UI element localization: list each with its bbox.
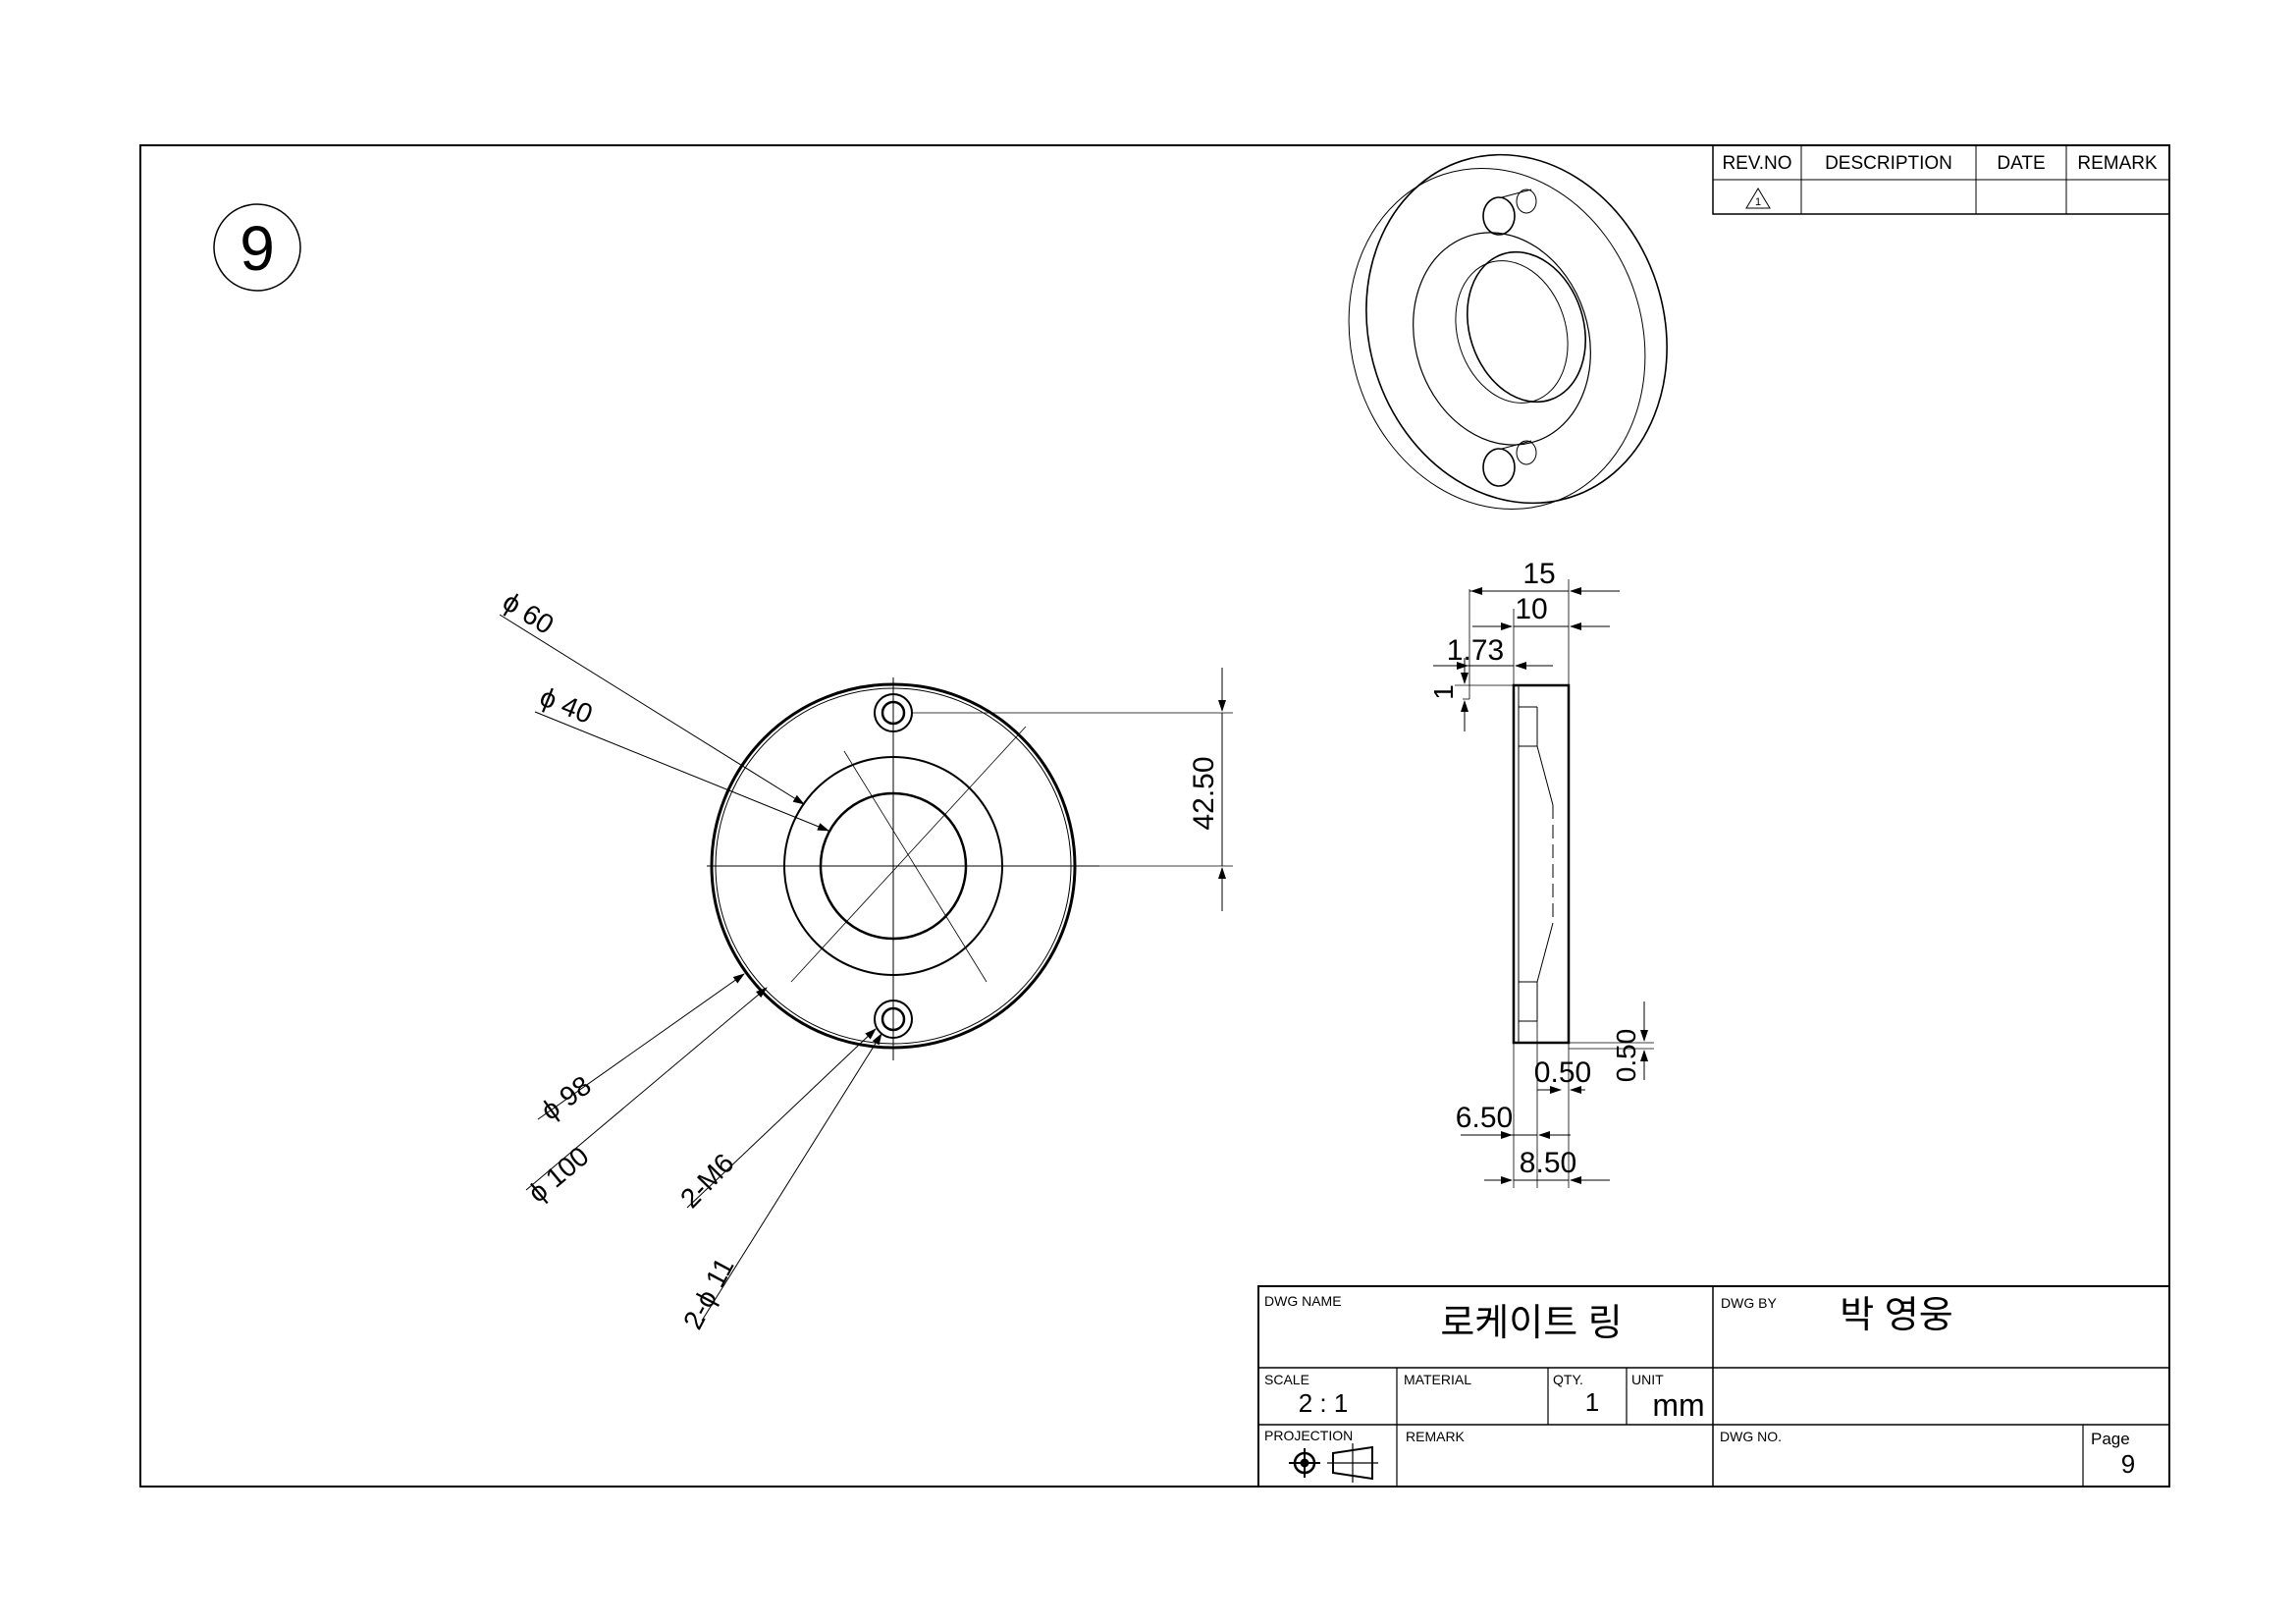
dim-top-step: 1 (1428, 658, 1514, 731)
first-angle-projection-icon (1289, 1443, 1378, 1483)
material-label: MATERIAL (1404, 1372, 1471, 1387)
svg-text:ϕ 98: ϕ 98 (535, 1070, 596, 1126)
sheet-number-balloon: 9 (213, 203, 301, 292)
svg-text:ϕ 100: ϕ 100 (522, 1141, 595, 1209)
rev-header-date: DATE (1997, 153, 2045, 174)
dwg-no-label: DWG NO. (1720, 1429, 1782, 1444)
dwg-name: 로케이트 링 (1440, 1303, 1622, 1344)
revision-table: REV.NO DESCRIPTION DATE REMARK 1 (1712, 144, 2170, 215)
sheet-number: 9 (240, 213, 275, 284)
svg-text:0.50: 0.50 (1611, 1029, 1641, 1083)
dim-overall-thickness: 15 (1469, 558, 1620, 595)
bolt-hole-bottom (874, 1000, 913, 1039)
page-value: 9 (2121, 1449, 2135, 1479)
page-label: Page (2091, 1430, 2130, 1448)
rev-number: 1 (1755, 196, 1761, 208)
svg-text:8.50: 8.50 (1520, 1147, 1576, 1179)
callout-dia-98: ϕ 98 (535, 973, 745, 1126)
dim-hole-depth: 8.50 (1484, 1147, 1610, 1184)
rev-header-revno: REV.NO (1722, 153, 1791, 174)
dim-counterbore-depth: 6.50 (1456, 1102, 1571, 1139)
svg-text:1.73: 1.73 (1447, 634, 1504, 667)
outer-edge-dia100 (710, 682, 1077, 1050)
svg-text:1: 1 (1428, 684, 1459, 700)
dwg-name-label: DWG NAME (1264, 1293, 1342, 1309)
unit-value: mm (1652, 1387, 1704, 1423)
svg-text:10: 10 (1515, 593, 1547, 625)
bolt-hole-top (874, 693, 913, 732)
dwg-by: 박 영웅 (1840, 1295, 1952, 1336)
qty-value: 1 (1585, 1387, 1599, 1417)
rev-header-description: DESCRIPTION (1825, 153, 1952, 174)
projection-label: PROJECTION (1264, 1428, 1353, 1443)
dim-step-height: 0.50 (1569, 1001, 1654, 1082)
rev-header-remark: REMARK (2077, 153, 2158, 174)
outer-chamfer-dia98 (715, 687, 1072, 1045)
svg-text:6.50: 6.50 (1456, 1102, 1513, 1134)
svg-text:42.50: 42.50 (1188, 756, 1220, 830)
remark-label: REMARK (1406, 1429, 1466, 1444)
dim-step-width: 0.50 (1534, 1056, 1591, 1094)
side-body (1512, 683, 1571, 1045)
callout-thread-m6: 2-M6 (674, 1028, 877, 1214)
unit-label: UNIT (1631, 1372, 1664, 1387)
svg-text:2-M6: 2-M6 (674, 1148, 740, 1214)
isometric-view (1348, 153, 1668, 511)
dim-inner-thickness: 10 (1472, 593, 1610, 630)
side-view: 15 10 1.73 1 0.50 (1428, 558, 1654, 1188)
front-view: ϕ 60 ϕ 40 ϕ 98 ϕ 100 2-M6 2-ϕ 11 (498, 586, 1233, 1334)
svg-text:15: 15 (1522, 558, 1555, 590)
svg-text:0.50: 0.50 (1534, 1056, 1591, 1089)
revision-triangle-icon: 1 (1745, 188, 1771, 209)
drawing-border (139, 144, 2170, 1488)
qty-label: QTY. (1553, 1372, 1583, 1387)
dwg-by-label: DWG BY (1721, 1295, 1777, 1311)
scale-value: 2 : 1 (1299, 1388, 1349, 1418)
callout-dia-40: ϕ 40 (534, 681, 829, 832)
svg-text:ϕ 40: ϕ 40 (536, 681, 597, 730)
bore-dia40 (819, 791, 968, 941)
step-circle-dia60 (783, 756, 1003, 976)
title-block: DWG NAME 로케이트 링 DWG BY 박 영웅 SCALE 2 : 1 … (1257, 1285, 2170, 1488)
dim-hole-spacing: 42.50 (913, 668, 1233, 911)
svg-text:2-ϕ 11: 2-ϕ 11 (677, 1253, 740, 1334)
scale-label: SCALE (1264, 1372, 1309, 1387)
dim-top-offset: 1.73 (1433, 634, 1553, 670)
